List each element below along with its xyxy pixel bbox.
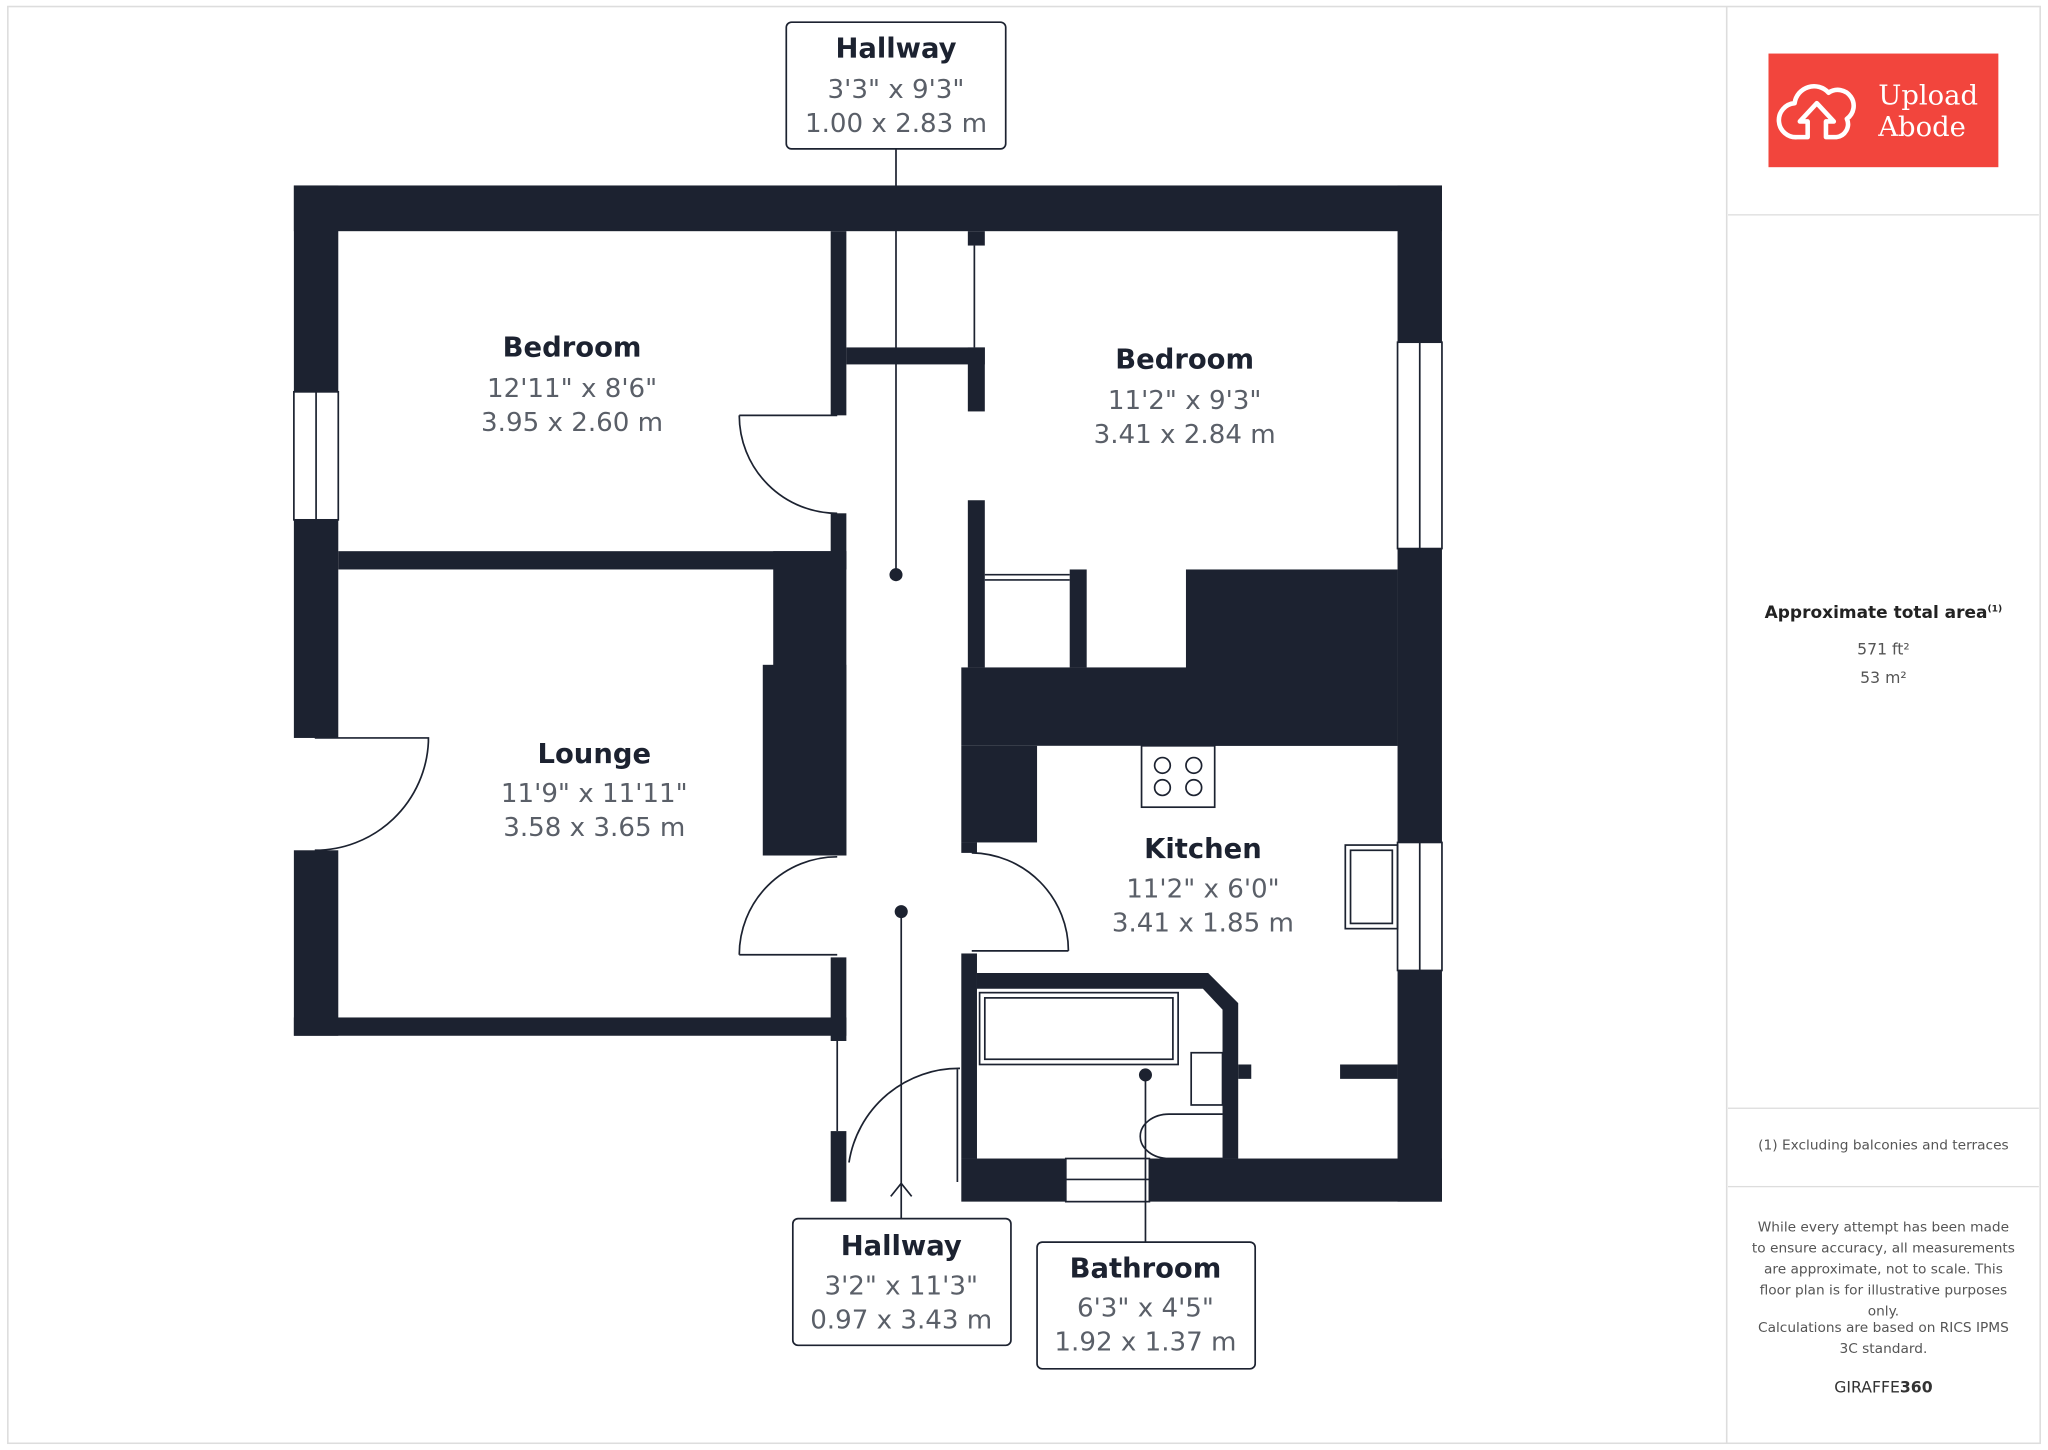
svg-text:3.58 x 3.65 m: 3.58 x 3.65 m (503, 813, 685, 843)
area-sqft: 571 ft² (1857, 639, 1910, 659)
svg-text:3.95 x 2.60 m: 3.95 x 2.60 m (481, 408, 663, 438)
fixtures (978, 744, 1399, 1160)
svg-text:Hallway: Hallway (835, 33, 956, 64)
hob-icon (1140, 744, 1216, 809)
svg-text:6'3" x 4'5": 6'3" x 4'5" (1077, 1294, 1214, 1324)
svg-text:11'2" x 9'3": 11'2" x 9'3" (1108, 386, 1261, 416)
doors (314, 414, 1070, 1183)
footnote: (1) Excluding balconies and terraces (1758, 1137, 2009, 1154)
callout-hallway-top: Hallway 3'3" x 9'3" 1.00 x 2.83 m (785, 21, 1007, 150)
svg-text:11'9" x 11'11": 11'9" x 11'11" (501, 779, 688, 809)
svg-text:Hallway: Hallway (841, 1231, 962, 1262)
divider (1727, 1185, 2039, 1188)
disclaimer: While every attempt has been made to ens… (1751, 1219, 2015, 1320)
svg-text:12'11" x 8'6": 12'11" x 8'6" (487, 374, 657, 404)
callout-leaders (889, 148, 1152, 1243)
basin-icon (1190, 1051, 1224, 1106)
walls (293, 185, 1442, 1202)
area-title: Approximate total area(1) (1764, 603, 2003, 624)
svg-text:3'2" x 11'3": 3'2" x 11'3" (824, 1271, 977, 1301)
brand-line-2: Abode (1878, 111, 1966, 143)
divider (1727, 214, 2039, 216)
svg-text:3'3" x 9'3": 3'3" x 9'3" (828, 75, 965, 105)
bathtub-icon (978, 991, 1179, 1066)
svg-text:Bathroom: Bathroom (1070, 1253, 1222, 1284)
area-sqm: 53 m² (1860, 668, 1907, 688)
room-label-lounge: Lounge 11'9" x 11'11" 3.58 x 3.65 m (501, 739, 688, 843)
callout-hallway-bottom: Hallway 3'2" x 11'3" 0.97 x 3.43 m (791, 1217, 1012, 1347)
svg-text:Lounge: Lounge (538, 739, 652, 770)
sink-icon (1344, 844, 1399, 930)
toilet-icon (1139, 1113, 1223, 1160)
svg-text:3.41 x 1.85 m: 3.41 x 1.85 m (1112, 908, 1294, 938)
room-label-kitchen: Kitchen 11'2" x 6'0" 3.41 x 1.85 m (1112, 834, 1294, 938)
svg-text:3.41 x 2.84 m: 3.41 x 2.84 m (1094, 420, 1276, 450)
svg-text:0.97 x 3.43 m: 0.97 x 3.43 m (810, 1305, 992, 1335)
svg-text:1.92 x 1.37 m: 1.92 x 1.37 m (1054, 1328, 1236, 1358)
sheet-border (7, 5, 2041, 1445)
room-label-bedroom-1: Bedroom 12'11" x 8'6" 3.95 x 2.60 m (481, 333, 663, 438)
giraffe360-credit: GIRAFFE360 (1834, 1377, 1933, 1397)
cloud-upload-house-icon (1776, 83, 1856, 140)
svg-text:11'2" x 6'0": 11'2" x 6'0" (1126, 874, 1279, 904)
svg-text:Bedroom: Bedroom (503, 333, 642, 364)
svg-text:Kitchen: Kitchen (1144, 834, 1262, 865)
calculations-note: Calculations are based on RICS IPMS 3C s… (1758, 1320, 2009, 1358)
callout-bathroom: Bathroom 6'3" x 4'5" 1.92 x 1.37 m (1036, 1241, 1257, 1370)
brand-line-1: Upload (1878, 79, 1979, 112)
windows (293, 245, 1443, 1203)
room-label-bedroom-2: Bedroom 11'2" x 9'3" 3.41 x 2.84 m (1094, 344, 1276, 449)
svg-text:Bedroom: Bedroom (1115, 344, 1254, 375)
divider (1727, 1107, 2039, 1109)
svg-text:1.00 x 2.83 m: 1.00 x 2.83 m (805, 109, 987, 139)
